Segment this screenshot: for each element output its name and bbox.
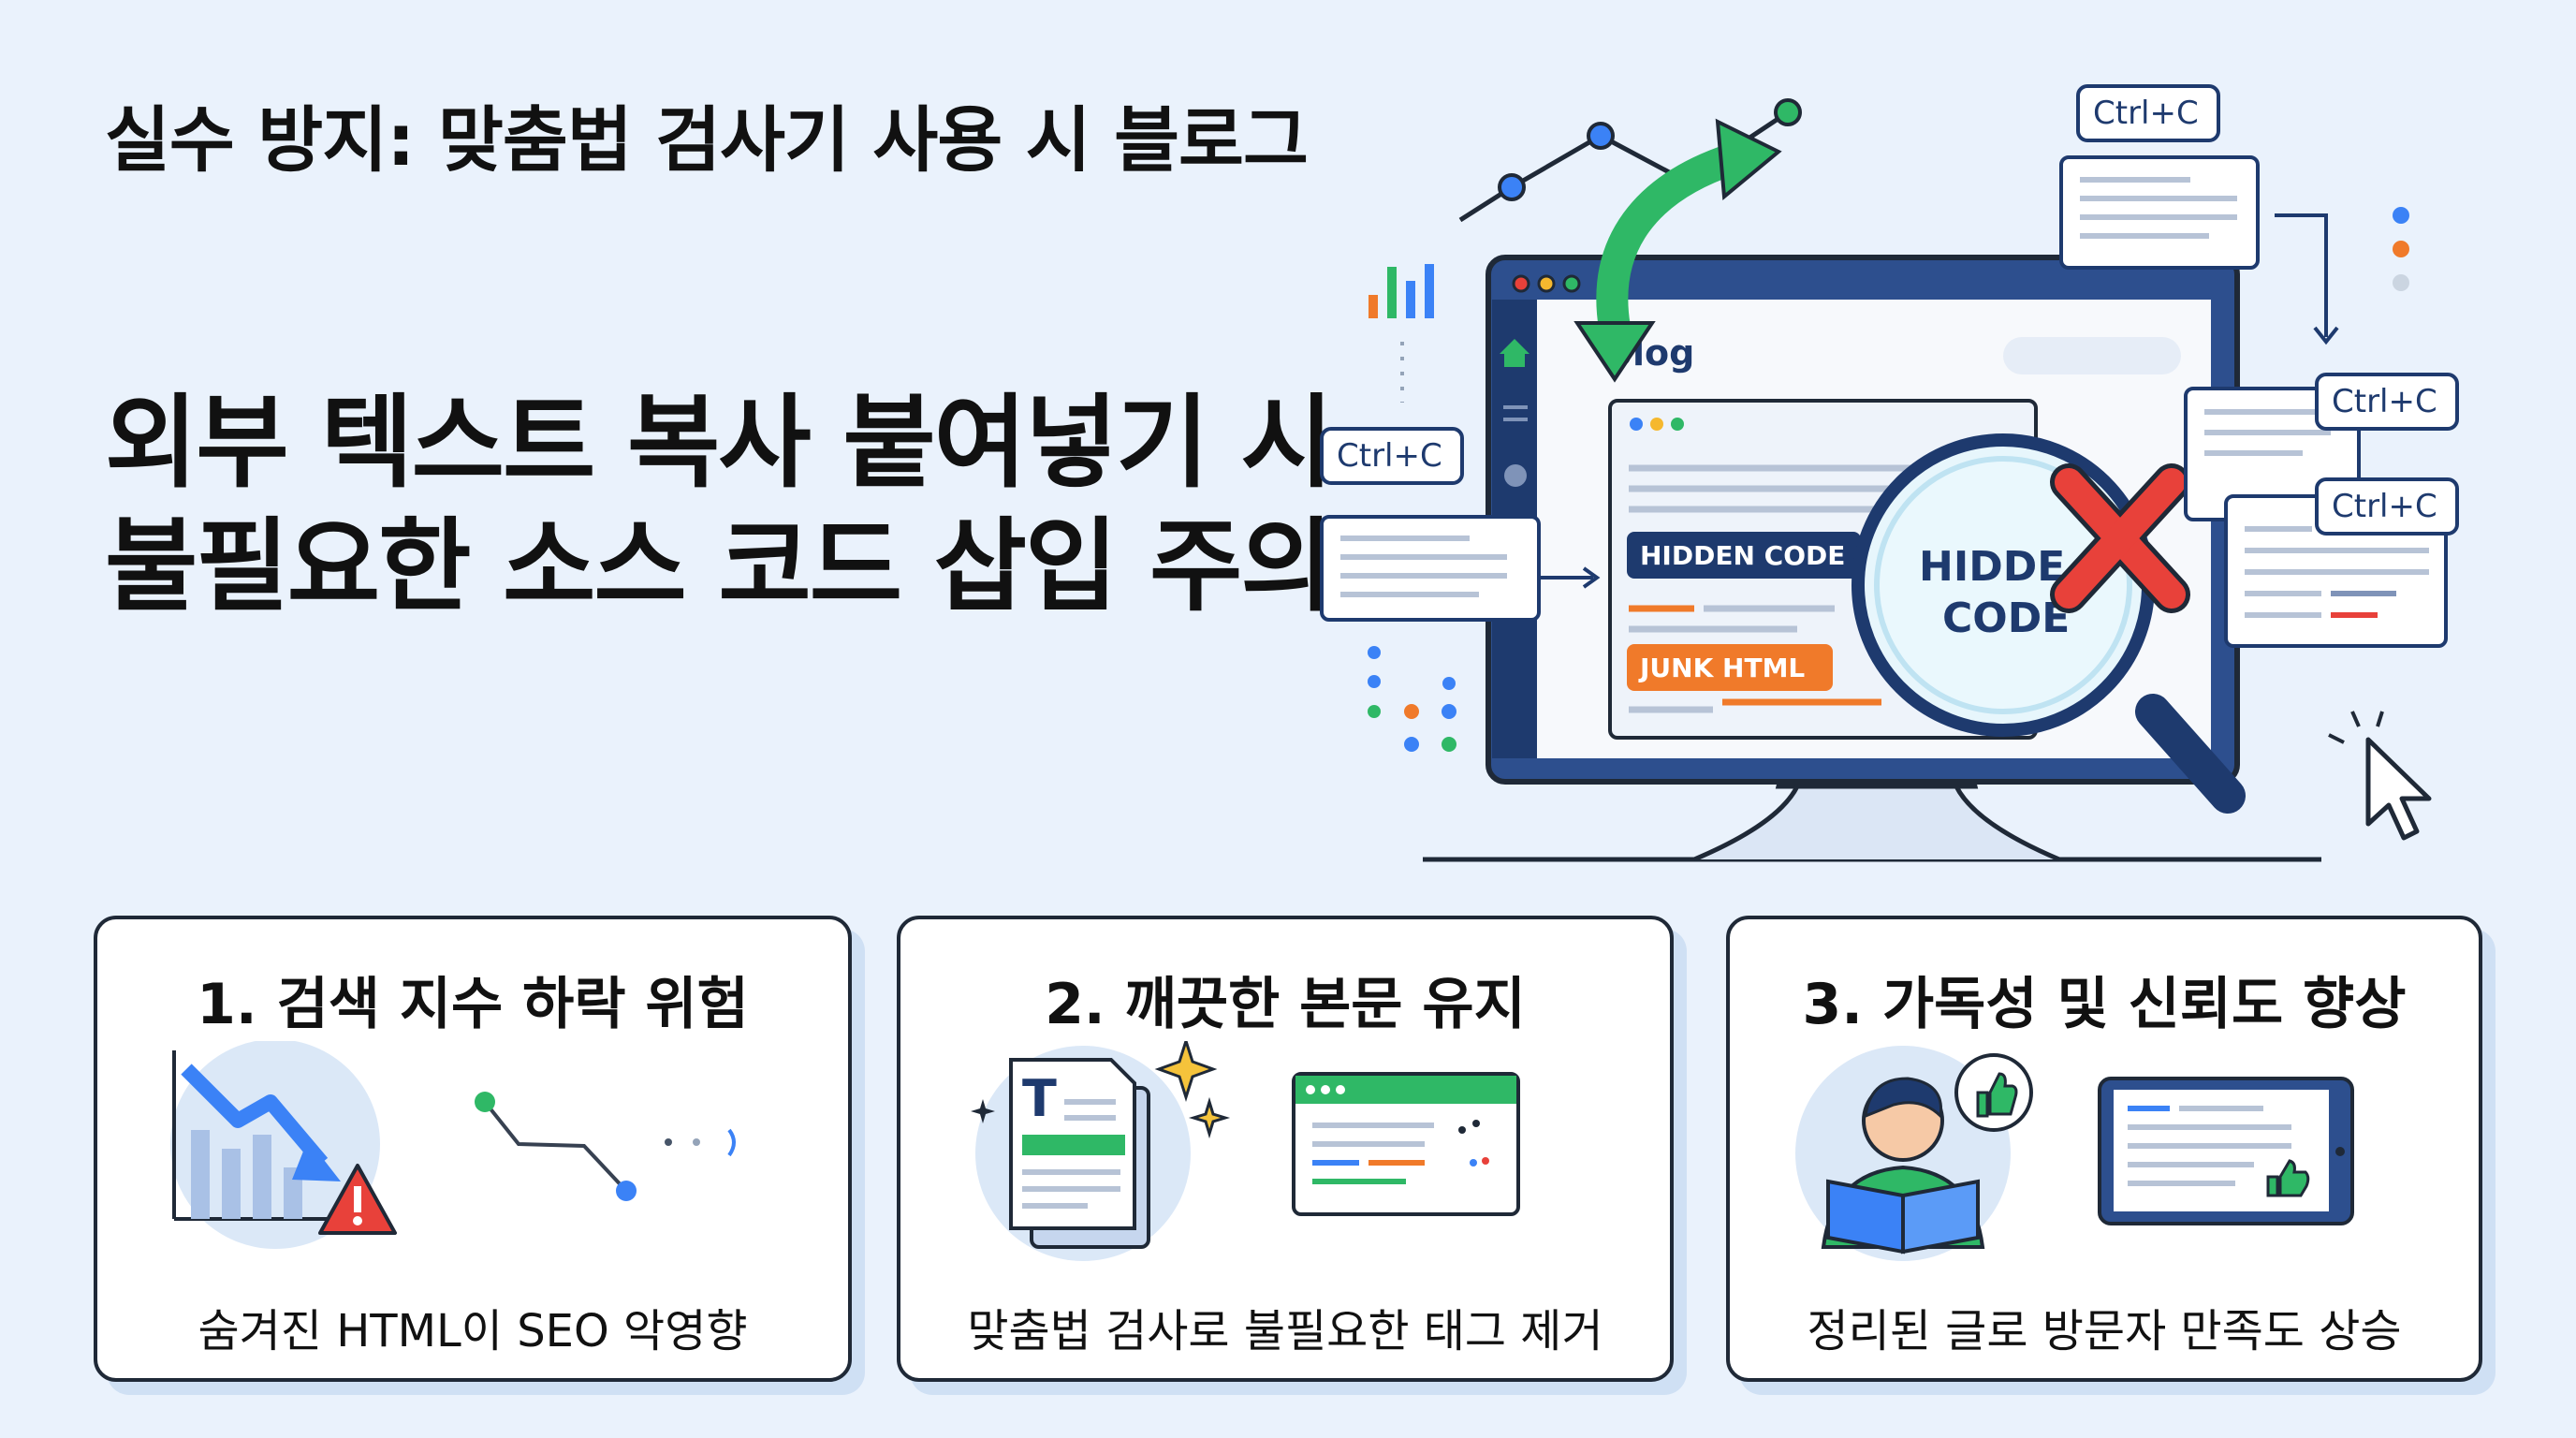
card-caption: 정리된 글로 방문자 만족도 상승 xyxy=(1807,1305,2402,1357)
card-title: 1. 검색 지수 하락 위험 xyxy=(197,972,749,1037)
bar-chart-icon xyxy=(1368,264,1434,318)
card-illustration xyxy=(170,1041,736,1249)
headline-line-2: 불필요한 소스 코드 삽입 주의 xyxy=(105,508,1334,625)
copy-arrow xyxy=(1573,118,1782,383)
ctrl-c-badge: Ctrl+C xyxy=(2076,84,2220,142)
card-title: 3. 가독성 및 신뢰도 향상 xyxy=(1802,972,2407,1037)
document-icon: T xyxy=(1009,1058,1150,1249)
headline-line-1: 외부 텍스트 복사 붙여넣기 시 xyxy=(105,385,1334,502)
cross-icon xyxy=(2050,463,2190,613)
warning-icon xyxy=(318,1164,397,1235)
copied-document xyxy=(1320,515,1601,622)
card-illustration xyxy=(1795,1046,2354,1261)
subtitle: 실수 방지: 맞춤법 검사기 사용 시 블로그 xyxy=(105,98,1309,182)
card-caption: 맞춤법 검사로 불필요한 태그 제거 xyxy=(967,1305,1603,1357)
card-seo-risk: 1. 검색 지수 하락 위험 숨겨진 HTML이 SEO 악영향 xyxy=(94,916,852,1382)
sparkle-icon xyxy=(971,1041,1231,1139)
magnifier-text-line-2: CODE xyxy=(1942,594,2070,642)
ctrl-c-badge: Ctrl+C xyxy=(2315,373,2459,431)
reader-person-icon xyxy=(1821,1077,1985,1255)
hidden-code-tag: HIDDEN CODE xyxy=(1640,540,1845,571)
hero-illustration: Blog HIDDEN CODE JUNK HTML HIDDE CODE xyxy=(1320,84,2459,862)
card-illustration: T xyxy=(971,1041,1520,1261)
headline: 외부 텍스트 복사 붙여넣기 시 불필요한 소스 코드 삽입 주의 xyxy=(105,382,1334,629)
magnifier-text-line-1: HIDDE xyxy=(1919,543,2065,591)
card-readability: 3. 가독성 및 신뢰도 향상 정리된 글로 방문자 만족도 상승 xyxy=(1726,916,2482,1382)
svg-text:T: T xyxy=(1022,1069,1057,1128)
svg-text:Ctrl+C: Ctrl+C xyxy=(1337,437,1442,475)
card-title: 2. 깨끗한 본문 유지 xyxy=(1045,972,1526,1037)
thumbs-up-icon xyxy=(1954,1053,2033,1132)
svg-text:Ctrl+C: Ctrl+C xyxy=(2332,383,2437,420)
tablet-icon xyxy=(2098,1077,2354,1225)
cursor-icon xyxy=(2328,711,2432,841)
svg-text:Ctrl+C: Ctrl+C xyxy=(2093,95,2199,132)
svg-text:Ctrl+C: Ctrl+C xyxy=(2332,488,2437,525)
ctrl-c-badge: Ctrl+C xyxy=(2315,477,2459,536)
junk-html-tag: JUNK HTML xyxy=(1638,653,1805,683)
clean-browser-icon xyxy=(1292,1072,1520,1216)
ctrl-c-badge: Ctrl+C xyxy=(1320,427,1464,485)
copied-document xyxy=(2059,155,2339,345)
decorative-dots xyxy=(1368,646,1456,752)
card-caption: 숨겨진 HTML이 SEO 악영향 xyxy=(198,1305,748,1357)
home-icon[interactable] xyxy=(1500,339,1530,367)
card-clean-body: 2. 깨끗한 본문 유지 T xyxy=(897,916,1674,1382)
